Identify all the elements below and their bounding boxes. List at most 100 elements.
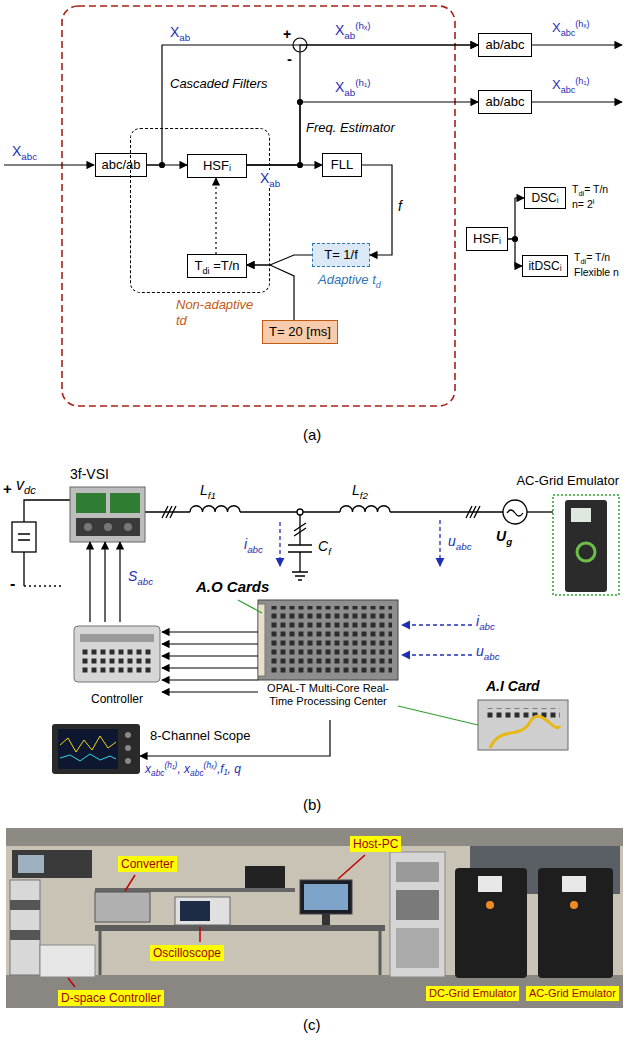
lab-photo-part — [538, 868, 613, 978]
process-box: itDSCᵢ — [522, 255, 568, 277]
text-label: Xab(h₁) — [335, 79, 371, 96]
highlight-label: D-space Controller — [58, 990, 164, 1006]
subscript: f2 — [360, 490, 368, 501]
subscript: dc — [24, 484, 36, 496]
equipment-picture: AC-Grid Emulator — [553, 495, 619, 595]
text-label: Ug — [496, 528, 512, 545]
text-label: Flexible n — [574, 266, 619, 279]
equipment-picture: 3f-VSI — [70, 487, 145, 542]
inductor-symbol — [340, 506, 390, 512]
lab-photo-part — [10, 900, 40, 910]
subscript: abc — [561, 85, 576, 95]
subscript: abc — [151, 768, 165, 778]
node-text: ab/abc — [485, 37, 524, 53]
output-arrow — [532, 44, 622, 45]
panel-a-art — [4, 6, 622, 406]
connector — [398, 706, 478, 725]
text-label: Freq. Estimator — [306, 120, 395, 136]
node-text: AC-Grid Emulator — [529, 987, 616, 999]
subscript: abc — [484, 651, 500, 662]
subscript: g — [506, 536, 512, 547]
connector-line — [104, 542, 105, 622]
connector-line — [140, 720, 330, 756]
text-label: iabc — [476, 613, 495, 630]
input-arrow — [4, 164, 94, 165]
edge-label: f — [398, 198, 402, 215]
power-circuit-part — [466, 506, 480, 518]
lab-photo-part — [175, 897, 230, 925]
text-label: Tdi= T/n — [572, 183, 608, 196]
subscript: abc — [190, 768, 204, 778]
leader-line-part — [68, 978, 75, 987]
node-text: Oscilloscope — [153, 946, 221, 960]
scope-picture — [52, 724, 140, 774]
node-text: OPAL-T Multi-Core Real-Time Processing C… — [258, 682, 398, 708]
subscript: abc — [137, 576, 153, 587]
lab-photo-part — [390, 852, 445, 977]
node-text: HSFᵢ — [203, 158, 231, 174]
text-label: Xabc — [12, 143, 37, 160]
superscript: (h₁) — [355, 77, 370, 88]
process-box: ab/abc — [478, 33, 532, 57]
text-label: Adaptive td — [318, 272, 381, 288]
subscript: ab — [269, 178, 280, 189]
subscript: ab — [179, 32, 190, 43]
measurement-arrow-part — [439, 520, 440, 566]
equipment-picture: A.I Card — [478, 700, 568, 750]
text-label: Xab — [170, 24, 190, 41]
dc-source-part — [24, 585, 62, 586]
text-label: (b) — [303, 796, 321, 814]
highlight-label: AC-Grid Emulator — [526, 986, 619, 1001]
subscript: di — [578, 189, 584, 198]
node-text: Tdi =T/n — [194, 258, 239, 274]
grid-source-symbol — [503, 500, 527, 524]
superscript: (hₓ) — [575, 19, 589, 29]
lab-photo-part — [478, 876, 502, 892]
lab-photo-part — [18, 855, 44, 873]
subscript: ab — [344, 30, 355, 41]
lab-photo — [6, 828, 623, 1008]
node-text: abc/ab — [101, 157, 140, 173]
connector-line — [162, 691, 258, 692]
ai-card-picture-part — [486, 708, 560, 720]
grid-emulator-picture-part — [571, 508, 591, 522]
connector-line — [162, 631, 258, 632]
text-label: n= 2i — [572, 198, 594, 211]
node-text: 8-Channel Scope — [150, 728, 250, 744]
lab-photo-part — [180, 901, 210, 921]
scope-picture-part — [52, 724, 140, 774]
connector — [247, 165, 322, 166]
connector-line — [247, 255, 312, 265]
subscript: f1 — [208, 490, 216, 501]
connector-line — [247, 45, 478, 165]
text-label: + — [283, 26, 291, 43]
scope-picture-part — [125, 745, 131, 751]
connector — [362, 165, 392, 255]
leader-line-part — [338, 855, 365, 879]
lab-photo-part — [100, 931, 380, 975]
highlight-label: DC-Grid Emulator — [426, 986, 519, 1001]
power-circuit-part — [390, 511, 503, 512]
superscript: (h₁) — [165, 760, 178, 770]
process-box: ab/abc — [478, 90, 532, 114]
text-label: (c) — [303, 1016, 321, 1034]
lab-photo-part — [396, 928, 439, 968]
text-label: iabc — [244, 536, 263, 553]
output-arrow — [532, 101, 622, 102]
lab-photo-part — [6, 828, 623, 1008]
highlight-label: Oscilloscope — [150, 945, 224, 961]
edge-label: Xab — [260, 170, 280, 187]
text-label: vdc — [16, 475, 36, 494]
process-box: DSCᵢ — [524, 187, 566, 209]
leader-line — [238, 600, 262, 613]
lab-photo-part — [245, 866, 285, 888]
connector-line — [362, 165, 392, 255]
text-label: xabc(h₁), xabc(hₓ),f₁, q — [145, 762, 241, 776]
lab-photo-part — [396, 862, 439, 882]
grid-emulator-picture-part — [577, 543, 595, 561]
node-text: ab/abc — [485, 94, 524, 110]
connector — [90, 542, 120, 622]
dc-source-part — [23, 552, 24, 586]
power-circuit-part — [294, 523, 306, 536]
